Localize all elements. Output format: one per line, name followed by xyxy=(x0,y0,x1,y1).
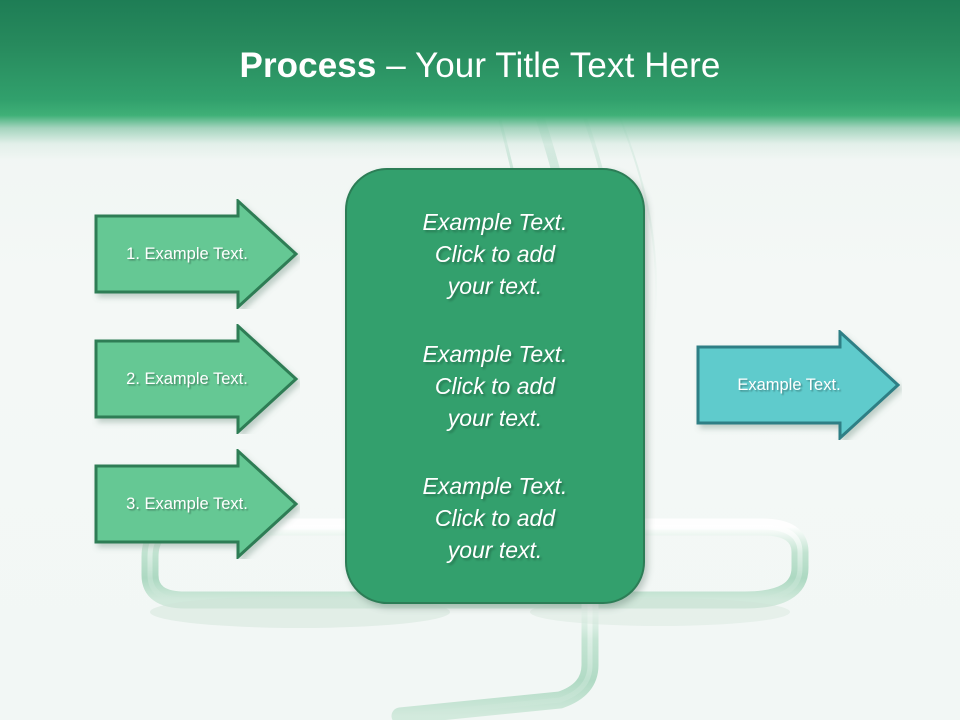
process-arrow-1[interactable] xyxy=(92,199,300,309)
center-box-paragraph-2: Example Text. Click to add your text. xyxy=(422,341,568,431)
process-arrow-2[interactable] xyxy=(92,324,300,434)
process-center-box[interactable]: Example Text. Click to add your text. Ex… xyxy=(345,168,645,604)
process-output-arrow[interactable] xyxy=(694,330,902,440)
center-box-paragraph-1: Example Text. Click to add your text. xyxy=(422,209,568,299)
header-band xyxy=(0,0,960,160)
pipe-decoration xyxy=(141,518,809,720)
page-title: Process – Your Title Text Here xyxy=(0,44,960,88)
process-arrow-3[interactable] xyxy=(92,449,300,559)
page-title-rest: – Your Title Text Here xyxy=(376,46,721,85)
center-box-paragraph-3: Example Text. Click to add your text. xyxy=(422,473,568,563)
page-title-strong: Process xyxy=(239,46,377,85)
